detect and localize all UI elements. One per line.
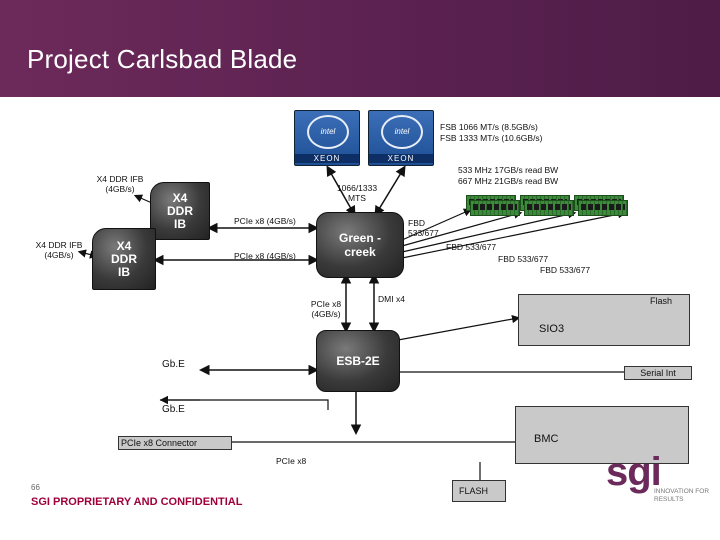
flash-bottom-label: FLASH — [459, 486, 489, 496]
sgi-logo: sgi INNOVATION FOR RESULTS — [606, 450, 709, 503]
bw-line2: 667 MHz 21GB/s read BW — [458, 176, 559, 186]
ib-lower-label: X4 DDR IB — [111, 238, 137, 279]
esb-2e-chip: ESB-2E — [316, 330, 400, 392]
ib-upper-label: X4 DDR IB — [167, 190, 193, 231]
fsb-line1: FSB 1066 MT/s (8.5GB/s) — [440, 122, 538, 132]
cpu-brand: XEON — [369, 154, 433, 163]
pcie-down-label: PCIe x8 (4GB/s) — [310, 299, 342, 319]
pcie-upper-label: PCIe x8 (4GB/s) — [234, 216, 296, 226]
fbd-label-1: FBD 533/677 — [408, 218, 439, 238]
fsb-line-right — [374, 165, 406, 217]
cpu-right: intel XEON — [368, 110, 434, 166]
greencreek-chip: Green -creek — [316, 212, 404, 278]
cpu-left: intel XEON — [294, 110, 360, 166]
ifb-lower-label: X4 DDR IFB (4GB/s) — [35, 240, 83, 260]
ib-upper-block: X4 DDR IB — [150, 182, 210, 240]
esb-sio3-link — [397, 314, 521, 341]
bw-line1: 533 MHz 17GB/s read BW — [458, 165, 559, 175]
intel-inside-icon: intel — [307, 115, 349, 149]
sgi-logo-text: sgi — [606, 450, 662, 494]
page-title: Project Carlsbad Blade — [27, 44, 298, 74]
fbd-label-2: FBD 533/677 — [446, 242, 497, 252]
dimm-6 — [578, 200, 628, 216]
flash-top-label: Flash — [649, 296, 672, 306]
pcie-connector-label: PCIe x8 Connector — [121, 438, 198, 448]
gbe-label-2: Gb.E — [162, 404, 185, 415]
mts-label: 1066/1333 MTS — [336, 183, 378, 203]
ib-lower-block: X4 DDR IB — [92, 228, 156, 290]
logo-tagline: INNOVATION FOR RESULTS — [654, 488, 710, 503]
pcie-lower-label: PCIe x8 (4GB/s) — [234, 251, 296, 261]
fbd-label-4: FBD 533/677 — [540, 265, 591, 275]
dimm-4 — [470, 200, 520, 216]
fbd-label-3: FBD 533/677 — [498, 254, 549, 264]
page-number: 66 — [31, 483, 40, 492]
greencreek-label: Green -creek — [338, 231, 381, 259]
bmc-label: BMC — [534, 433, 559, 445]
fbd-link-3 — [401, 210, 577, 253]
title-bar: Project Carlsbad Blade — [0, 0, 720, 97]
sio3-block: Flash SIO3 — [518, 294, 690, 346]
cpu-brand: XEON — [295, 154, 359, 163]
sio3-label: SIO3 — [539, 323, 565, 335]
confidential-notice: SGI PROPRIETARY AND CONFIDENTIAL — [31, 496, 243, 508]
pcie-x8-label: PCIe x8 — [276, 456, 307, 466]
bmc-block: BMC — [515, 406, 689, 464]
dmi-label: DMI x4 — [378, 294, 405, 304]
esb-label: ESB-2E — [336, 354, 380, 368]
gbe-label-1: Gb.E — [162, 359, 185, 370]
fsb-line-left — [326, 165, 356, 217]
intel-inside-icon: intel — [381, 115, 423, 149]
serial-label: Serial Int — [640, 368, 676, 378]
dimm-5 — [524, 200, 574, 216]
flash-bottom-block: FLASH — [452, 480, 506, 502]
fbd-link-2 — [401, 210, 523, 247]
fsb-line2: FSB 1333 MT/s (10.6GB/s) — [440, 133, 543, 143]
pcie-connector-block: PCIe x8 Connector — [118, 436, 232, 450]
fbd-link-1 — [401, 208, 473, 241]
serial-int-block: Serial Int — [624, 366, 692, 380]
gbe-lower-link — [160, 399, 329, 410]
fbd-link-4 — [401, 210, 627, 259]
ifb-upper-label: X4 DDR IFB (4GB/s) — [96, 174, 144, 194]
